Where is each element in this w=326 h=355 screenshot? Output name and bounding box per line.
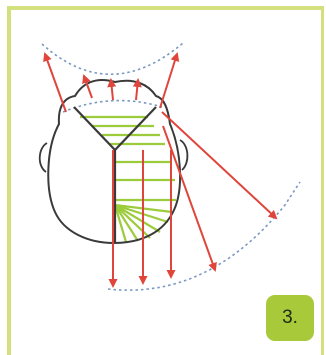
arrow-top-center-left [111,80,113,100]
arrow-top-right [160,54,177,108]
bottom-guide-curve [108,182,300,290]
arrow-top-left-outer [45,54,66,112]
arrow-top-center-right [136,80,138,100]
step-number-badge: 3. [266,295,314,341]
left-ear [40,143,47,172]
arrow-top-left-inner [84,76,92,98]
right-ear [180,140,187,170]
top-guide-curve [42,43,183,74]
